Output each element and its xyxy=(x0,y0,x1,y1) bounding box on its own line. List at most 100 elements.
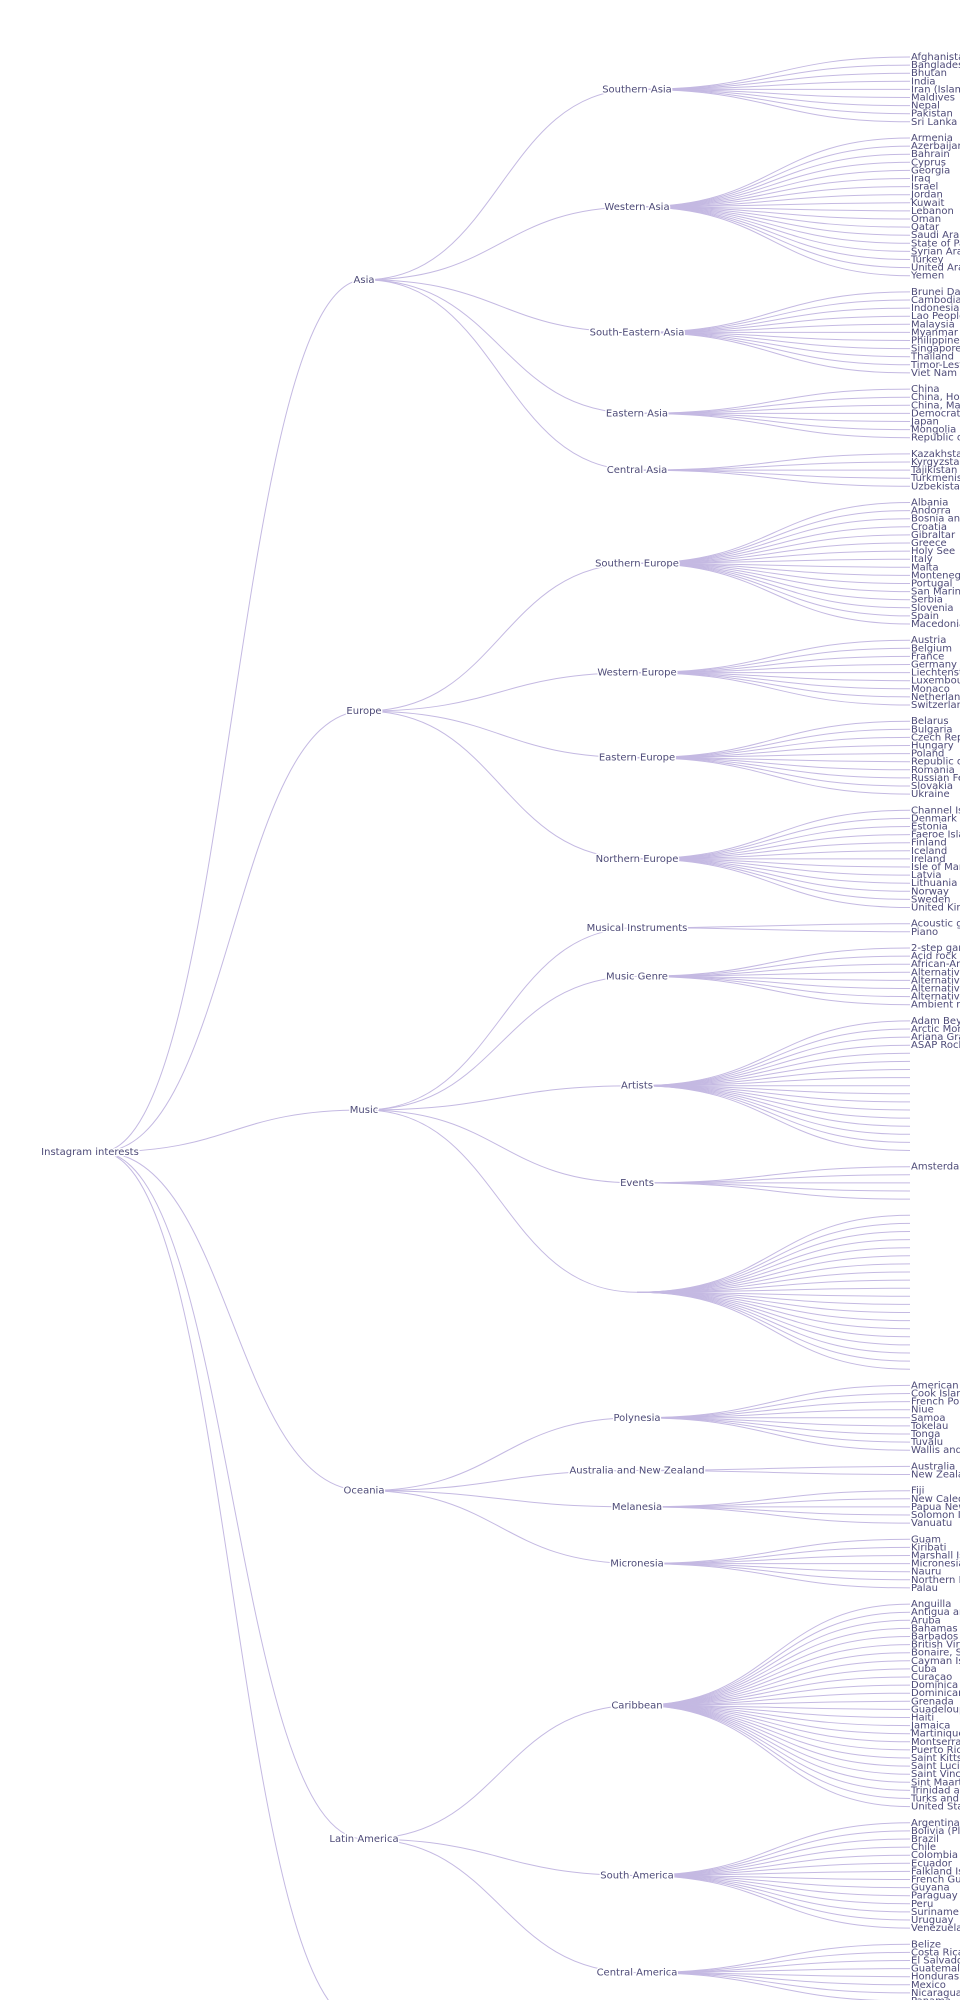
leaf-label: Iraq xyxy=(911,174,931,185)
leaf-label: Mongolia xyxy=(911,425,956,436)
tree-link xyxy=(363,562,638,712)
leaf-label: Amsterdam xyxy=(911,1162,960,1173)
tree-link xyxy=(99,1151,365,1840)
tree-link xyxy=(363,1838,638,1876)
tree-link xyxy=(636,56,911,90)
leaf-label: Belize xyxy=(911,1939,941,1950)
tree-link xyxy=(636,1704,911,1767)
leaf-label: Serbia xyxy=(911,595,943,606)
leaf-label: India xyxy=(911,76,936,87)
leaf-label: Kiribati xyxy=(911,1542,946,1553)
leaf-label: Tajikistan xyxy=(910,465,957,476)
leaf-label: Oman xyxy=(911,214,941,225)
leaf-label: Cambodia xyxy=(911,295,960,306)
tree-link xyxy=(99,710,365,1153)
subregion-label: Polynesia xyxy=(613,1413,660,1424)
tree-link xyxy=(636,1291,911,1354)
leaf-label: Lebanon xyxy=(911,206,954,217)
tree-link xyxy=(363,1704,638,1840)
subregion-label: Central Asia xyxy=(607,465,668,476)
tree-link xyxy=(636,955,911,977)
tree-link xyxy=(636,1085,911,1127)
tree-link xyxy=(636,858,911,900)
leaf-label: Alternative xyxy=(911,992,960,1003)
subregion-label: South-Eastern Asia xyxy=(590,327,685,338)
leaf-label: San Marino xyxy=(911,587,960,598)
tree-link xyxy=(636,1255,911,1293)
leaf-label: Thailand xyxy=(910,352,954,363)
leaf-label: China, Mac xyxy=(911,400,960,411)
leaf-label: Croatia xyxy=(911,522,947,533)
tree-link xyxy=(636,1704,911,1743)
leaf-label: Chile xyxy=(911,1842,936,1853)
leaf-label: Alternative xyxy=(911,975,960,986)
leaf-label: New Caledo xyxy=(911,1494,960,1505)
leaf-label: French Poly xyxy=(911,1397,960,1408)
leaf-label: Cayman Isla xyxy=(911,1656,960,1667)
leaf-label: Liechtenste xyxy=(911,668,960,679)
tree-link xyxy=(636,562,911,625)
tree-link xyxy=(363,975,638,1111)
tree-link xyxy=(636,1874,911,1921)
leaf-label: Puerto Rico xyxy=(911,1745,960,1756)
tree-link xyxy=(636,1506,911,1524)
leaf-label: Dominican xyxy=(911,1688,960,1699)
tree-link xyxy=(636,206,911,260)
category-label: Asia xyxy=(354,275,375,286)
leaf-label: Palau xyxy=(911,1583,938,1594)
tree-link xyxy=(636,1660,911,1706)
leaf-label: Armenia xyxy=(911,133,953,144)
tree-link xyxy=(636,502,911,564)
tree-link xyxy=(636,153,911,208)
leaf-label: Alternative xyxy=(911,984,960,995)
tree-link xyxy=(363,279,638,333)
leaf-label: El Salvador xyxy=(911,1956,960,1967)
leaf-label: Ambient m xyxy=(911,1000,960,1011)
leaf-label: Belgium xyxy=(911,643,952,654)
leaf-label: Sweden xyxy=(911,894,951,905)
tree-link xyxy=(636,1854,911,1876)
leaf-label: China xyxy=(911,384,940,395)
leaf-label: Bhutan xyxy=(911,68,947,79)
tree-link xyxy=(636,1652,911,1706)
tree-link xyxy=(636,1874,911,1913)
leaf-label: Samoa xyxy=(911,1413,945,1424)
leaf-label: Turkmenist xyxy=(910,473,960,484)
leaf-label: Channel Isl xyxy=(911,805,960,816)
leaf-label: Adam Beye xyxy=(911,1016,960,1027)
leaf-label: Peru xyxy=(911,1899,933,1910)
leaf-label: Austria xyxy=(911,635,946,646)
tree-link xyxy=(636,1052,911,1087)
leaf-label: Nepal xyxy=(911,101,940,112)
tree-link xyxy=(636,672,911,706)
leaf-label: Grenada xyxy=(911,1696,954,1707)
tree-link xyxy=(636,757,911,779)
tree-link xyxy=(636,206,911,244)
tree-link xyxy=(363,88,638,281)
tree-link xyxy=(636,1291,911,1338)
leaf-label: Suriname xyxy=(911,1907,959,1918)
leaf-label: Paraguay xyxy=(911,1891,958,1902)
leaf-label: Jordan xyxy=(910,190,943,201)
tree-link xyxy=(363,206,638,281)
leaf-label: Saint Vincen xyxy=(911,1769,960,1780)
leaf-label: Northern M xyxy=(911,1575,960,1586)
tree-link xyxy=(99,279,365,1153)
tree-link xyxy=(636,1704,911,1759)
leaf-label: Sint Maarte xyxy=(911,1777,960,1788)
leaf-label: Honduras xyxy=(911,1972,959,1983)
leaf-label: Malta xyxy=(911,562,939,573)
leaf-label: Slovenia xyxy=(911,603,954,614)
leaf-label: Belarus xyxy=(911,716,949,727)
leaf-label: Poland xyxy=(911,749,944,760)
leaf-label: Tokelau xyxy=(910,1421,948,1432)
leaf-label: Brunei Daru xyxy=(911,287,960,298)
leaf-label: Bosnia and xyxy=(911,514,960,525)
tree-link xyxy=(636,1417,911,1451)
category-label: Europe xyxy=(346,706,381,717)
subregion-label: Southern Europe xyxy=(595,558,679,569)
tree-link xyxy=(636,469,911,479)
leaf-label: Tuvalu xyxy=(910,1437,943,1448)
leaf-label: Iceland xyxy=(911,846,947,857)
subregion-label: Micronesia xyxy=(610,1559,664,1570)
